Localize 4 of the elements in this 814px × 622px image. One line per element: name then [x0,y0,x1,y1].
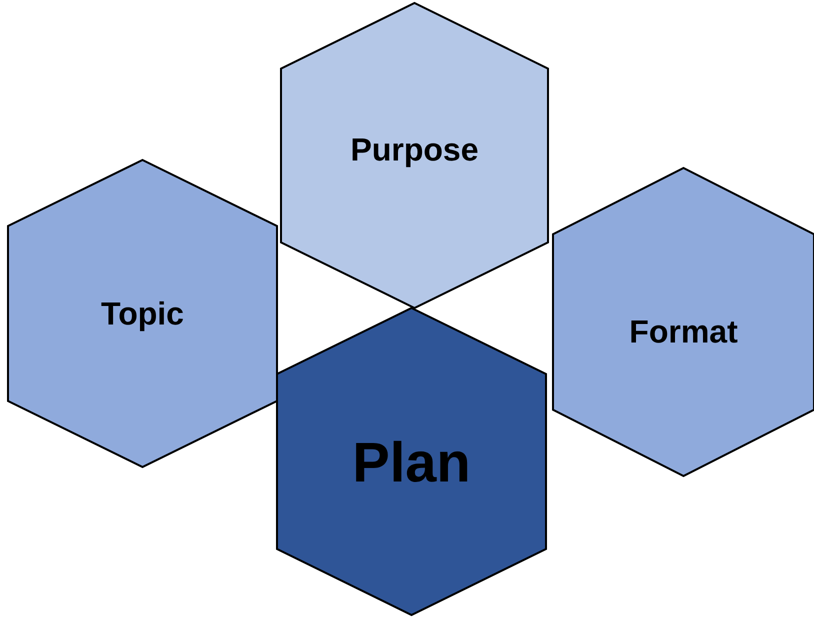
hexagon-label: Purpose [349,131,480,168]
hexagon-label: Topic [100,295,185,332]
hexagon-label: Format [628,314,739,350]
hexagon-label: Plan [351,429,472,494]
